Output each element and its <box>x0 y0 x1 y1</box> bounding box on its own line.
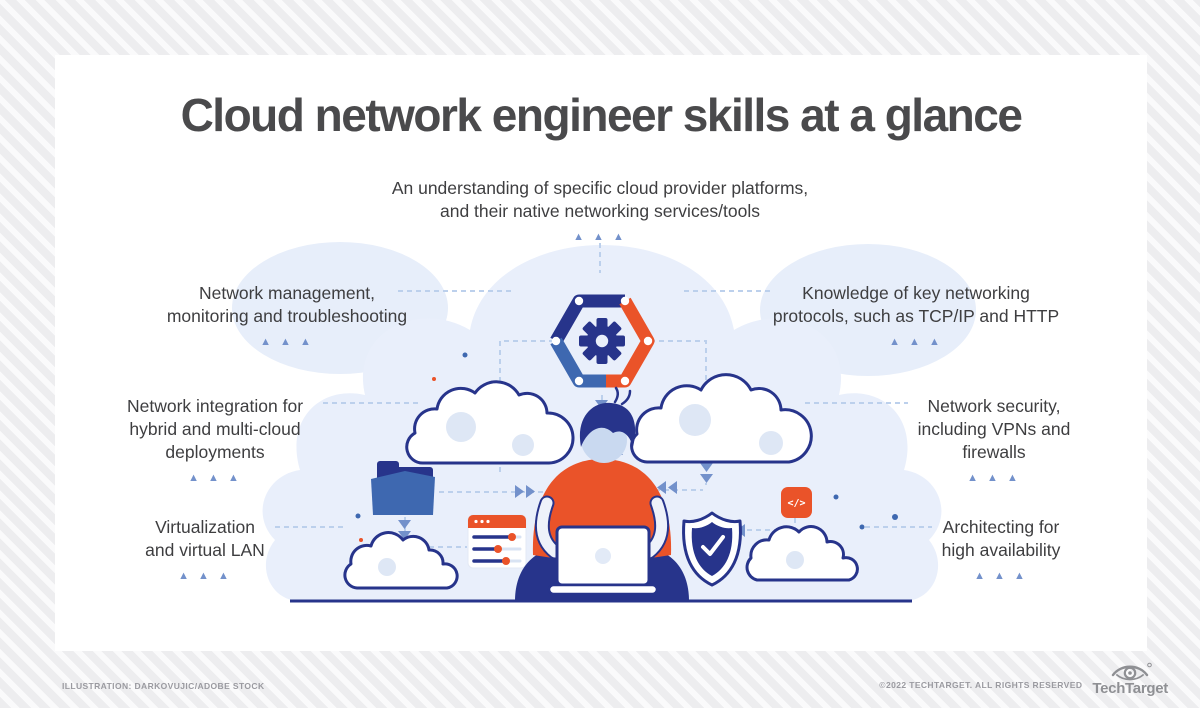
skill-label-high-availability: Architecting for high availability ▲ ▲ ▲ <box>881 516 1121 588</box>
skill-text-line: Network management, <box>198 283 376 303</box>
skill-text-line: monitoring and troubleshooting <box>166 306 408 326</box>
arrow-triple-icon: ▲ ▲ ▲ <box>178 570 232 582</box>
arrow-triple-icon: ▲ ▲ ▲ <box>188 472 242 484</box>
skill-label-cloud-platforms: An understanding of specific cloud provi… <box>340 177 860 249</box>
laptop-icon <box>547 525 659 596</box>
cloud-small-left-icon <box>343 531 459 590</box>
page-title: Cloud network engineer skills at a glanc… <box>180 89 1023 141</box>
skill-text-line: Knowledge of key networking <box>802 283 1030 303</box>
arrow-triple-icon: ▲ ▲ ▲ <box>260 336 314 348</box>
skill-text-line: Network integration for <box>126 396 304 416</box>
cloud-left-icon <box>405 380 575 465</box>
skill-text-line: Network security, <box>927 396 1061 416</box>
skill-text-line: Architecting for <box>942 517 1060 537</box>
shield-icon <box>682 511 742 587</box>
arrow-triple-icon: ▲ ▲ ▲ <box>974 570 1028 582</box>
skill-text-line: protocols, such as TCP/IP and HTTP <box>772 306 1060 326</box>
hexagon-gear-icon <box>550 294 655 388</box>
skill-text-line: including VPNs and <box>917 419 1071 439</box>
arrow-triple-icon: ▲ ▲ ▲ <box>573 231 627 243</box>
engineer-illustration <box>515 386 689 601</box>
gear-icon <box>579 318 625 364</box>
skill-label-network-integration: Network integration for hybrid and multi… <box>85 395 345 490</box>
cloud-right-icon <box>630 373 813 464</box>
cloud-engineer-illustration: </> <box>232 242 976 603</box>
copyright-text: ©2022 TECHTARGET. ALL RIGHTS RESERVED <box>879 680 1083 690</box>
skill-text-line: and virtual LAN <box>145 540 265 560</box>
skill-label-networking-protocols: Knowledge of key networking protocols, s… <box>746 282 1086 354</box>
skill-label-network-security: Network security, including VPNs and fir… <box>864 395 1124 490</box>
skill-text-line: deployments <box>165 442 265 462</box>
skill-text-line: and their native networking services/too… <box>439 201 761 221</box>
folder-icon <box>371 461 435 515</box>
svg-text:</>: </> <box>787 498 805 509</box>
arrow-triple-icon: ▲ ▲ ▲ <box>967 472 1021 484</box>
brand-wordmark: TechTarget <box>1092 680 1168 697</box>
skill-label-network-management: Network management, monitoring and troub… <box>127 282 447 354</box>
arrow-triple-icon: ▲ ▲ ▲ <box>889 336 943 348</box>
skill-text-line: firewalls <box>962 442 1026 462</box>
techtarget-logo: TechTarget <box>1092 660 1168 696</box>
skill-text-line: Virtualization <box>155 517 255 537</box>
eye-icon <box>1111 662 1152 681</box>
sliders-panel-icon <box>467 514 527 569</box>
infographic-card: </> Cloud network engineer skills at a g… <box>55 55 1147 651</box>
skill-text-line: An understanding of specific cloud provi… <box>391 178 809 198</box>
illustration-credit: ILLUSTRATION: DARKOVUJIC/ADOBE STOCK <box>62 681 265 691</box>
footer-right: ©2022 TECHTARGET. ALL RIGHTS RESERVED Te… <box>879 660 1168 696</box>
skill-text-line: hybrid and multi-cloud <box>129 419 301 439</box>
code-icon: </> <box>781 487 812 518</box>
skill-label-virtualization: Virtualization and virtual LAN ▲ ▲ ▲ <box>85 516 325 588</box>
cloud-small-right-icon <box>745 525 859 582</box>
skill-text-line: high availability <box>941 540 1061 560</box>
